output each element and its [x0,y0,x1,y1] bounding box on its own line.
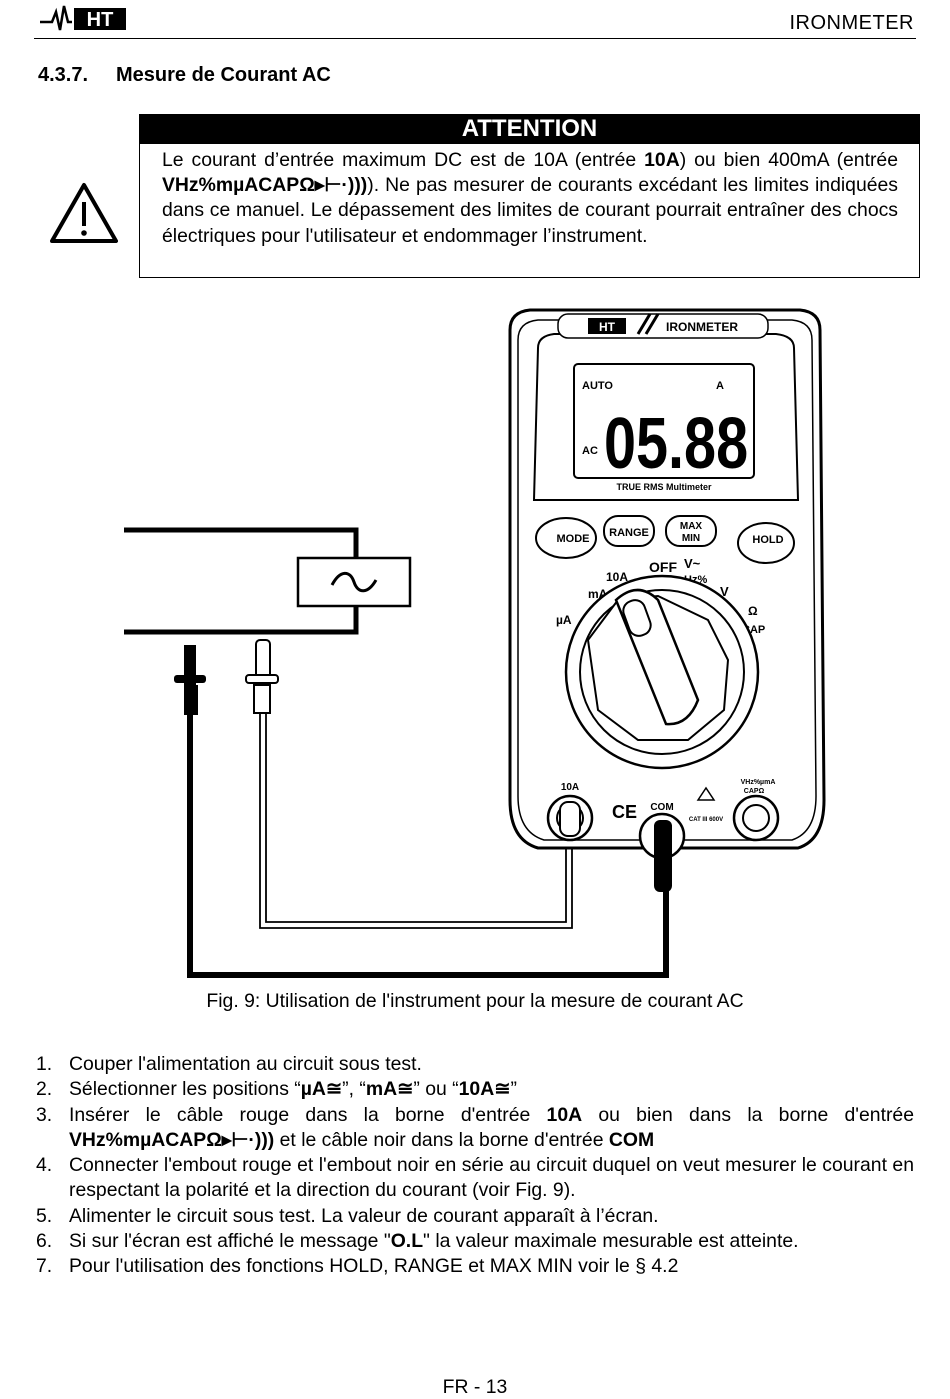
warning-triangle-icon [50,183,118,243]
svg-text:CE: CE [612,802,637,822]
diode-buzzer-icon: ▸⊢·))) [221,1128,275,1151]
svg-text:10A: 10A [606,570,628,584]
procedure-list: 1.Couper l'alimentation au circuit sous … [36,1052,914,1280]
svg-text:TRUE RMS Multimeter: TRUE RMS Multimeter [616,482,712,492]
document-title: IRONMETER [789,12,914,34]
svg-text:HT: HT [599,320,616,334]
svg-text:MODE: MODE [557,533,590,545]
svg-text:CAPΩ: CAPΩ [744,788,765,795]
svg-text:VHz%µmA: VHz%µmA [741,779,776,786]
multimeter-body: HT IRONMETER AUTO A AC 05.88 TRUE RMS Mu… [508,308,826,892]
svg-text:AUTO: AUTO [582,380,613,392]
attention-box [139,144,920,278]
svg-text:A: A [716,380,724,392]
list-item: 5.Alimenter le circuit sous test. La val… [36,1204,659,1227]
lcd-value: 05.88 [604,403,748,484]
section-title: Mesure de Courant AC [116,64,331,86]
ac-wave-icon [330,571,378,593]
svg-text:AC: AC [582,445,598,457]
maxmin-button [665,515,717,547]
svg-text:IRONMETER: IRONMETER [666,320,738,334]
ht-logo: HT [40,5,126,31]
svg-text:OFF: OFF [649,559,677,575]
attention-title: ATTENTION [139,114,920,144]
attention-text: Le courant d’entrée maximum DC est de 10… [162,149,899,247]
section-heading: 4.3.7. Mesure de Courant AC [38,64,331,87]
diode-buzzer-icon: ▸⊢·))) [314,174,368,197]
svg-text:HOLD: HOLD [752,534,783,546]
list-item: 7.Pour l'utilisation des fonctions HOLD,… [36,1255,679,1278]
list-item: 3.Insérer le câble rouge dans la borne d… [36,1103,914,1151]
logo-text: HT [87,9,114,31]
range-button [603,515,655,547]
red-probe [245,639,573,929]
black-probe [174,645,669,978]
meter-logo [588,318,626,334]
header-divider [34,38,916,39]
list-item: 6.Si sur l'écran est affiché le message … [36,1230,799,1253]
svg-text:V: V [720,584,729,599]
svg-text:CAT III 600V: CAT III 600V [689,817,723,823]
page-number: FR - 13 [442,1376,508,1398]
svg-text:MIN: MIN [682,533,700,544]
svg-text:MAX: MAX [680,521,703,532]
list-item: 1.Couper l'alimentation au circuit sous … [36,1053,422,1075]
figure-caption: Fig. 9: Utilisation de l'instrument pour… [206,990,744,1012]
list-item: 2.Sélectionner les positions “µA≅”, “mA≅… [36,1078,517,1101]
svg-text:Ω: Ω [748,604,758,618]
mode-button [535,517,597,559]
svg-text:V~: V~ [684,556,701,571]
svg-text:RANGE: RANGE [609,527,649,539]
lcd-display [573,363,755,479]
svg-text:COM: COM [650,802,673,813]
list-item: 4.Connecter l'embout rouge et l'embout n… [36,1154,914,1202]
svg-text:µA: µA [556,613,572,627]
hold-button [737,522,795,564]
multimeter-figure: HT IRONMETER AUTO A AC 05.88 TRUE RMS Mu… [124,308,826,978]
svg-text:10A: 10A [561,782,579,793]
section-number: 4.3.7. [38,64,89,86]
